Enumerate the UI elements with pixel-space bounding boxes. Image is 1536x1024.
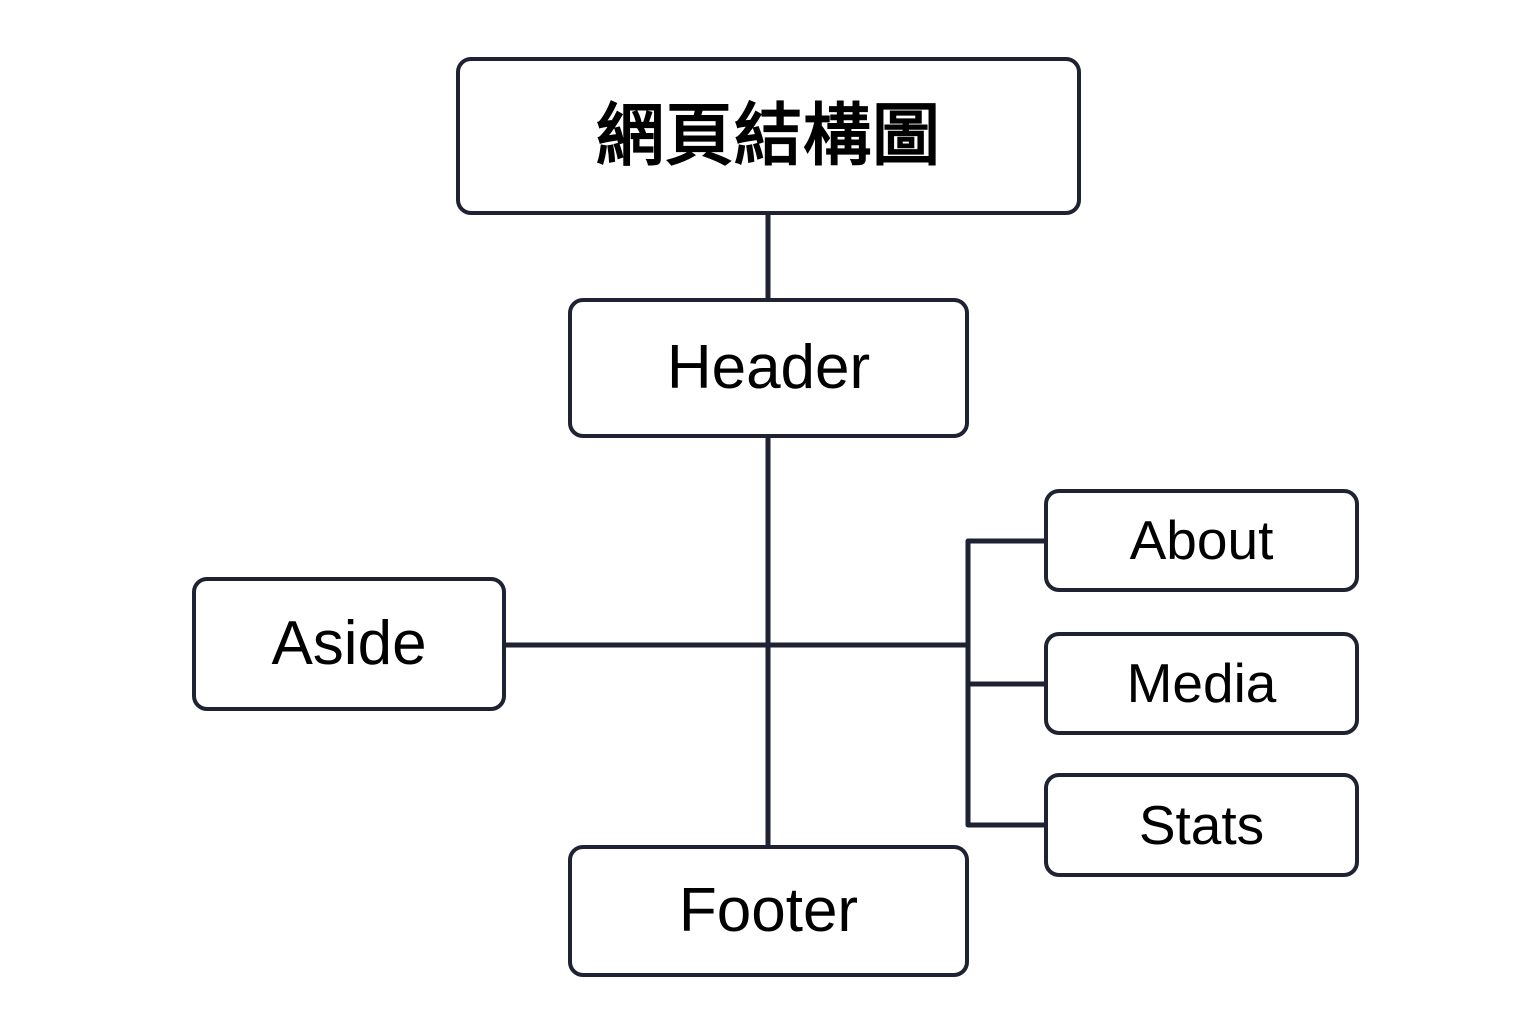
node-aside[interactable]: Aside (192, 577, 506, 711)
edge-aside-stats (965, 645, 1044, 828)
node-header-label: Header (666, 333, 871, 402)
node-about-label: About (1129, 509, 1274, 571)
node-footer[interactable]: Footer (568, 845, 969, 977)
node-footer-label: Footer (678, 876, 859, 945)
node-stats[interactable]: Stats (1044, 773, 1359, 877)
node-stats-label: Stats (1138, 793, 1265, 856)
node-about[interactable]: About (1044, 489, 1359, 592)
node-media-label: Media (1126, 652, 1277, 714)
edge-aside-about (965, 538, 1044, 645)
node-title-label: 網頁結構圖 (595, 98, 941, 174)
node-title[interactable]: 網頁結構圖 (456, 57, 1081, 215)
node-header[interactable]: Header (568, 298, 969, 438)
node-media[interactable]: Media (1044, 632, 1359, 735)
node-aside-label: Aside (271, 609, 427, 678)
